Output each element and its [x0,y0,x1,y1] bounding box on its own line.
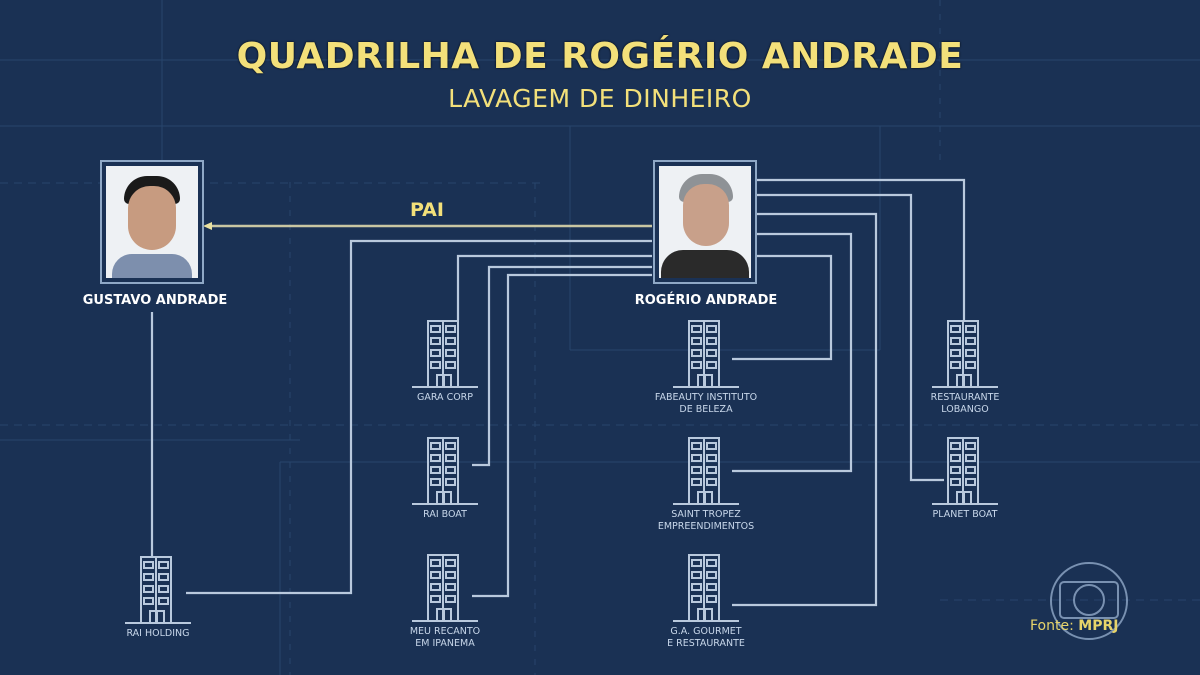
building-icon [125,556,191,624]
building-icon [412,437,478,505]
source-name: MPRJ [1078,618,1119,634]
company-planet-boat: PLANET BOAT [910,435,1020,521]
building-icon [932,320,998,388]
company-label: G.A. GOURMET [670,626,742,637]
company-label: FABEAUTY INSTITUTO [654,392,758,403]
building-icon [673,437,739,505]
avatar [106,166,198,278]
company-meu-recanto: MEU RECANTO EM IPANEMA [390,552,500,650]
company-label-line2: E RESTAURANTE [667,638,745,649]
source-credit: Fonte: MPRJ [1030,618,1118,634]
person-name-rogerio: ROGÉRIO ANDRADE [634,293,778,308]
company-ga-gourmet: G.A. GOURMET E RESTAURANTE [651,552,761,650]
gustavo-photo [100,160,204,284]
building-icon [673,554,739,622]
company-label-line2: EMPREENDIMENTOS [657,521,755,532]
rogerio-photo [653,160,757,284]
company-label: RESTAURANTE [930,392,1000,403]
company-label: RAI HOLDING [126,628,190,639]
page-subtitle: LAVAGEM DE DINHEIRO [448,84,752,113]
arrow-head-icon [203,222,212,230]
building-icon [932,437,998,505]
company-restaurante-lobango: RESTAURANTE LOBANGO [910,318,1020,416]
building-icon [412,554,478,622]
company-label: MEU RECANTO [409,626,481,637]
company-saint-tropez: SAINT TROPEZ EMPREENDIMENTOS [651,435,761,533]
company-rai-holding: RAI HOLDING [103,554,213,640]
company-label: RAI BOAT [423,509,467,520]
company-fabeauty: FABEAUTY INSTITUTO DE BELEZA [651,318,761,416]
source-prefix: Fonte: [1030,618,1079,634]
building-icon [412,320,478,388]
person-name-gustavo: GUSTAVO ANDRADE [82,293,228,308]
company-label-line2: DE BELEZA [679,404,733,415]
company-label-line2: LOBANGO [941,404,989,415]
page-title: QUADRILHA DE ROGÉRIO ANDRADE [236,36,964,77]
relationship-label: PAI [410,199,444,221]
company-gara-corp: GARA CORP [390,318,500,404]
company-label-line2: EM IPANEMA [415,638,475,649]
company-label: GARA CORP [416,392,474,403]
company-rai-boat: RAI BOAT [390,435,500,521]
building-icon [673,320,739,388]
company-label: SAINT TROPEZ [671,509,741,520]
tv-globe-logo-icon [1050,562,1128,640]
company-label: PLANET BOAT [932,509,998,520]
avatar [659,166,751,278]
